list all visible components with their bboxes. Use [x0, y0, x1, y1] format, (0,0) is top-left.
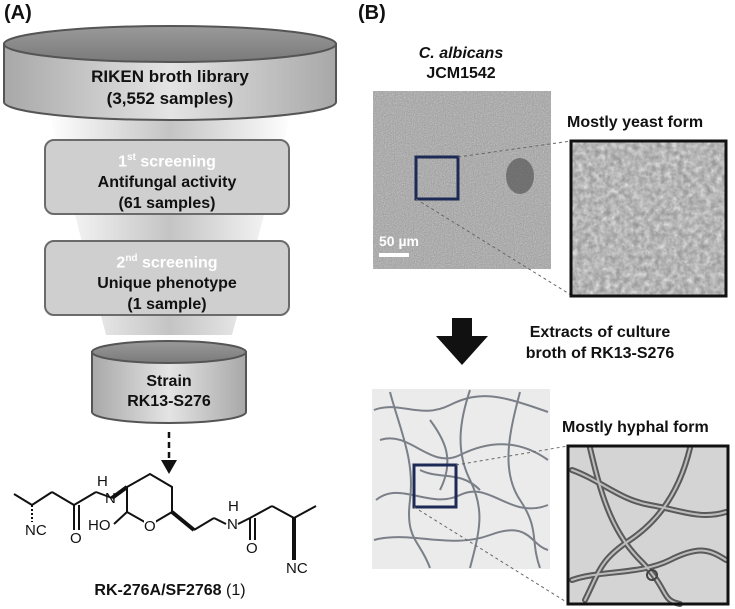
yeast-zoom-region	[414, 155, 460, 201]
zoom-guide-line	[457, 140, 572, 158]
library-disk	[3, 25, 337, 121]
library-count: (3,552 samples)	[106, 89, 234, 108]
yeast-micrograph	[373, 91, 551, 269]
molecule-name: RK-276A/SF2768	[94, 582, 222, 599]
atom-nc-right: NC	[286, 560, 308, 577]
treatment-arrow	[436, 318, 488, 365]
molecule-number: (1)	[226, 582, 246, 599]
yeast-form-label: Mostly yeast form	[567, 114, 704, 131]
atom-nc-left: NC	[25, 522, 47, 539]
atom-n-left: N	[105, 490, 116, 507]
scale-bar	[379, 253, 409, 257]
second-screening-word: screening	[137, 254, 218, 272]
zoom-guide-line	[415, 198, 572, 296]
panel-a-label: (A)	[4, 2, 32, 24]
second-screening-activity: Unique phenotype	[97, 275, 237, 293]
atom-ho: HO	[88, 517, 111, 534]
second-screening-box: 2nd screening Unique phenotype (1 sample…	[44, 240, 290, 316]
organism-strain: JCM1542	[426, 65, 496, 82]
hyphae-zoom-region	[412, 463, 458, 509]
hyphae-micrograph	[372, 389, 550, 569]
second-screening-number: 2	[116, 254, 126, 272]
yeast-zoom-panel	[569, 139, 728, 298]
first-screening-activity: Antifungal activity	[97, 174, 237, 192]
first-screening-word: screening	[135, 153, 216, 171]
strain-line1: Strain	[146, 373, 192, 390]
molecule-caption: RK-276A/SF2768 (1)	[0, 582, 340, 600]
treatment-line2: broth of RK13-S276	[525, 345, 675, 362]
library-title: RIKEN broth library	[91, 67, 249, 86]
second-screening-ordinal: nd	[125, 253, 138, 264]
strain-label: Strain RK13-S276	[92, 372, 246, 412]
scale-bar-label: 50 µm	[379, 233, 419, 249]
zoom-guide-line	[413, 506, 569, 604]
hyphal-form-label: Mostly hyphal form	[562, 419, 709, 436]
organism-label: C. albicans JCM1542	[372, 44, 550, 84]
panel-b-label: (B)	[358, 2, 386, 24]
organism-species: C. albicans	[418, 45, 504, 62]
first-screening-box: 1st screening Antifungal activity (61 sa…	[44, 139, 290, 215]
first-screening-number: 1	[118, 153, 127, 171]
strain-line2: RK13-S276	[127, 393, 211, 410]
hyphae-zoom-panel	[566, 444, 730, 607]
atom-o-left: O	[70, 530, 82, 547]
treatment-label: Extracts of culture broth of RK13-S276	[490, 322, 710, 364]
zoom-guide-line	[455, 445, 569, 466]
atom-o-right: O	[246, 540, 258, 557]
atom-h-left: H	[97, 473, 108, 490]
first-screening-header: 1st screening	[46, 147, 288, 172]
strain-cylinder	[91, 340, 247, 424]
atom-n-right: N	[227, 516, 238, 533]
molecule-structure	[13, 472, 317, 560]
second-screening-count: (1 sample)	[127, 296, 207, 314]
treatment-line1: Extracts of culture	[529, 324, 671, 341]
library-label: RIKEN broth library (3,552 samples)	[4, 66, 336, 110]
first-screening-count: (61 samples)	[118, 195, 216, 213]
first-screening-ordinal: st	[126, 152, 136, 163]
atom-h-right: H	[228, 498, 239, 515]
dashed-down-arrow	[161, 432, 177, 474]
second-screening-header: 2nd screening	[46, 248, 288, 273]
atom-o-ring: O	[144, 518, 156, 535]
